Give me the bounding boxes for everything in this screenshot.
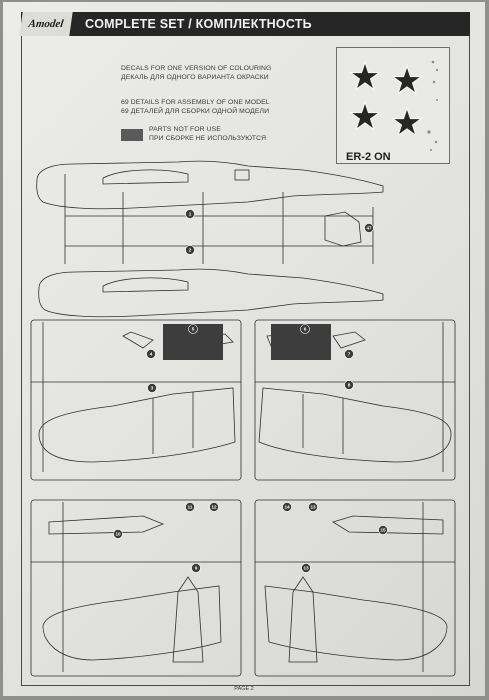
star-decal bbox=[348, 60, 382, 92]
svg-text:14: 14 bbox=[284, 505, 290, 510]
page-header: Amodel COMPLETE SET / КОМПЛЕКТНОСТЬ bbox=[19, 12, 470, 36]
svg-text:9: 9 bbox=[195, 566, 198, 571]
decal-designation: ER-2 ON bbox=[346, 151, 391, 163]
part-number: 10 bbox=[113, 529, 123, 539]
sprue-tail-left bbox=[30, 499, 242, 677]
svg-text:12: 12 bbox=[211, 505, 217, 510]
part-number: 6 bbox=[300, 324, 310, 334]
part-number: 7 bbox=[344, 349, 354, 359]
part-number: 3 bbox=[147, 383, 157, 393]
svg-text:11: 11 bbox=[188, 505, 193, 510]
details-note: 69 DETAILS FOR ASSEMBLY OF ONE MODEL 69 … bbox=[121, 99, 270, 116]
sprue-drawings: 1 2 47 5 6 4 7 3 8 11 12 14 13 10 15 9 1… bbox=[30, 160, 456, 677]
instruction-page: Amodel COMPLETE SET / КОМПЛЕКТНОСТЬ DECA… bbox=[3, 2, 485, 696]
part-number: 9 bbox=[191, 563, 201, 573]
part-number: 11 bbox=[185, 502, 195, 512]
star-decal bbox=[390, 64, 424, 96]
part-number: 15 bbox=[378, 525, 388, 535]
decal-sheet bbox=[336, 47, 450, 164]
sprue-fuselage bbox=[36, 160, 384, 318]
sprue-tail-right bbox=[254, 499, 456, 677]
part-number: 2 bbox=[185, 245, 195, 255]
svg-text:3: 3 bbox=[151, 386, 154, 391]
part-number: 12 bbox=[209, 502, 219, 512]
svg-text:4: 4 bbox=[150, 352, 153, 357]
unused-parts-swatch bbox=[121, 129, 143, 141]
svg-text:7: 7 bbox=[348, 352, 351, 357]
svg-text:5: 5 bbox=[192, 327, 195, 332]
decals-note: DECALS FOR ONE VERSION OF COLOURING ДЕКА… bbox=[121, 65, 271, 82]
part-number: 14 bbox=[282, 502, 292, 512]
part-number: 8 bbox=[344, 380, 354, 390]
details-note-ru: 69 ДЕТАЛЕЙ ДЛЯ СБОРКИ ОДНОЙ МОДЕЛИ bbox=[121, 107, 270, 115]
decal-stars bbox=[348, 60, 439, 151]
svg-text:6: 6 bbox=[304, 327, 307, 332]
part-number: 4 bbox=[146, 349, 156, 359]
svg-text:13: 13 bbox=[303, 566, 309, 571]
star-decal bbox=[390, 106, 424, 138]
details-note-en: 69 DETAILS FOR ASSEMBLY OF ONE MODEL bbox=[121, 99, 270, 106]
page-title: COMPLETE SET / КОМПЛЕКТНОСТЬ bbox=[85, 17, 312, 31]
star-decal bbox=[348, 100, 382, 132]
svg-text:13: 13 bbox=[310, 505, 316, 510]
unused-parts-note-en: PARTS NOT FOR USE bbox=[149, 126, 221, 133]
svg-text:1: 1 bbox=[189, 212, 192, 217]
part-number: 13 bbox=[301, 563, 311, 573]
decals-note-en: DECALS FOR ONE VERSION OF COLOURING bbox=[121, 65, 272, 72]
part-number: 5 bbox=[188, 324, 198, 334]
svg-text:8: 8 bbox=[348, 383, 351, 388]
unused-parts-note: PARTS NOT FOR USE ПРИ СБОРКЕ НЕ ИСПОЛЬЗУ… bbox=[149, 126, 266, 143]
decals-note-ru: ДЕКАЛЬ ДЛЯ ОДНОГО ВАРИАНТА ОКРАСКИ bbox=[121, 73, 269, 81]
svg-text:47: 47 bbox=[366, 226, 372, 231]
unused-parts-note-ru: ПРИ СБОРКЕ НЕ ИСПОЛЬЗУЮТСЯ bbox=[149, 134, 267, 142]
sprue-wing-right bbox=[254, 319, 456, 481]
svg-text:10: 10 bbox=[115, 532, 121, 537]
svg-text:15: 15 bbox=[380, 528, 386, 533]
page-number: PAGE 2 bbox=[234, 686, 254, 692]
svg-text:2: 2 bbox=[189, 248, 192, 253]
part-number: 13 bbox=[308, 502, 318, 512]
content-frame bbox=[21, 36, 470, 686]
part-number: 1 bbox=[185, 209, 195, 219]
part-number: 47 bbox=[364, 223, 374, 233]
